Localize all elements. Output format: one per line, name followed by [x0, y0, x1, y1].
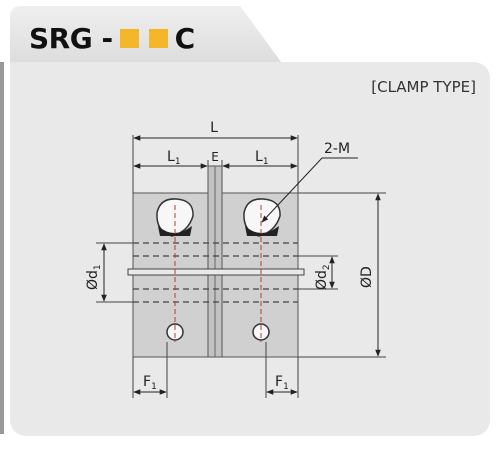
- dim-M-label: 2-M: [324, 141, 350, 157]
- model-prefix: SRG -: [29, 21, 113, 55]
- clamp-split: [127, 268, 305, 276]
- title-tab: [10, 6, 284, 66]
- dim-L-label: L: [210, 120, 218, 136]
- clamp-screw-right: [243, 198, 281, 237]
- clamp-type-label: [CLAMP TYPE]: [371, 78, 476, 96]
- dim-d1-label: Ød1: [85, 264, 103, 290]
- model-suffix: C: [174, 21, 196, 55]
- dimension-lines: [101, 135, 381, 395]
- dim-D-label: ØD: [359, 266, 375, 288]
- dim-E-label: E: [211, 150, 219, 164]
- placeholder-square-2: [148, 28, 168, 48]
- dim-F1-left-label: F1: [143, 374, 157, 392]
- dim-F1-right-label: F1: [275, 374, 289, 392]
- left-edge-stripe: [0, 62, 4, 434]
- screw-center-lines: [174, 205, 262, 342]
- model-title: SRG - C: [29, 18, 195, 58]
- dim-d2-label: Ød2: [314, 264, 332, 290]
- lower-hole-right: [252, 323, 270, 341]
- bore-hidden-lines: [133, 242, 298, 303]
- extension-lines: [96, 135, 386, 398]
- lower-hole-left: [166, 323, 184, 341]
- dim-L1-right-label: L1: [255, 149, 269, 167]
- placeholder-square-1: [119, 28, 139, 48]
- dim-L1-left-label: L1: [167, 149, 181, 167]
